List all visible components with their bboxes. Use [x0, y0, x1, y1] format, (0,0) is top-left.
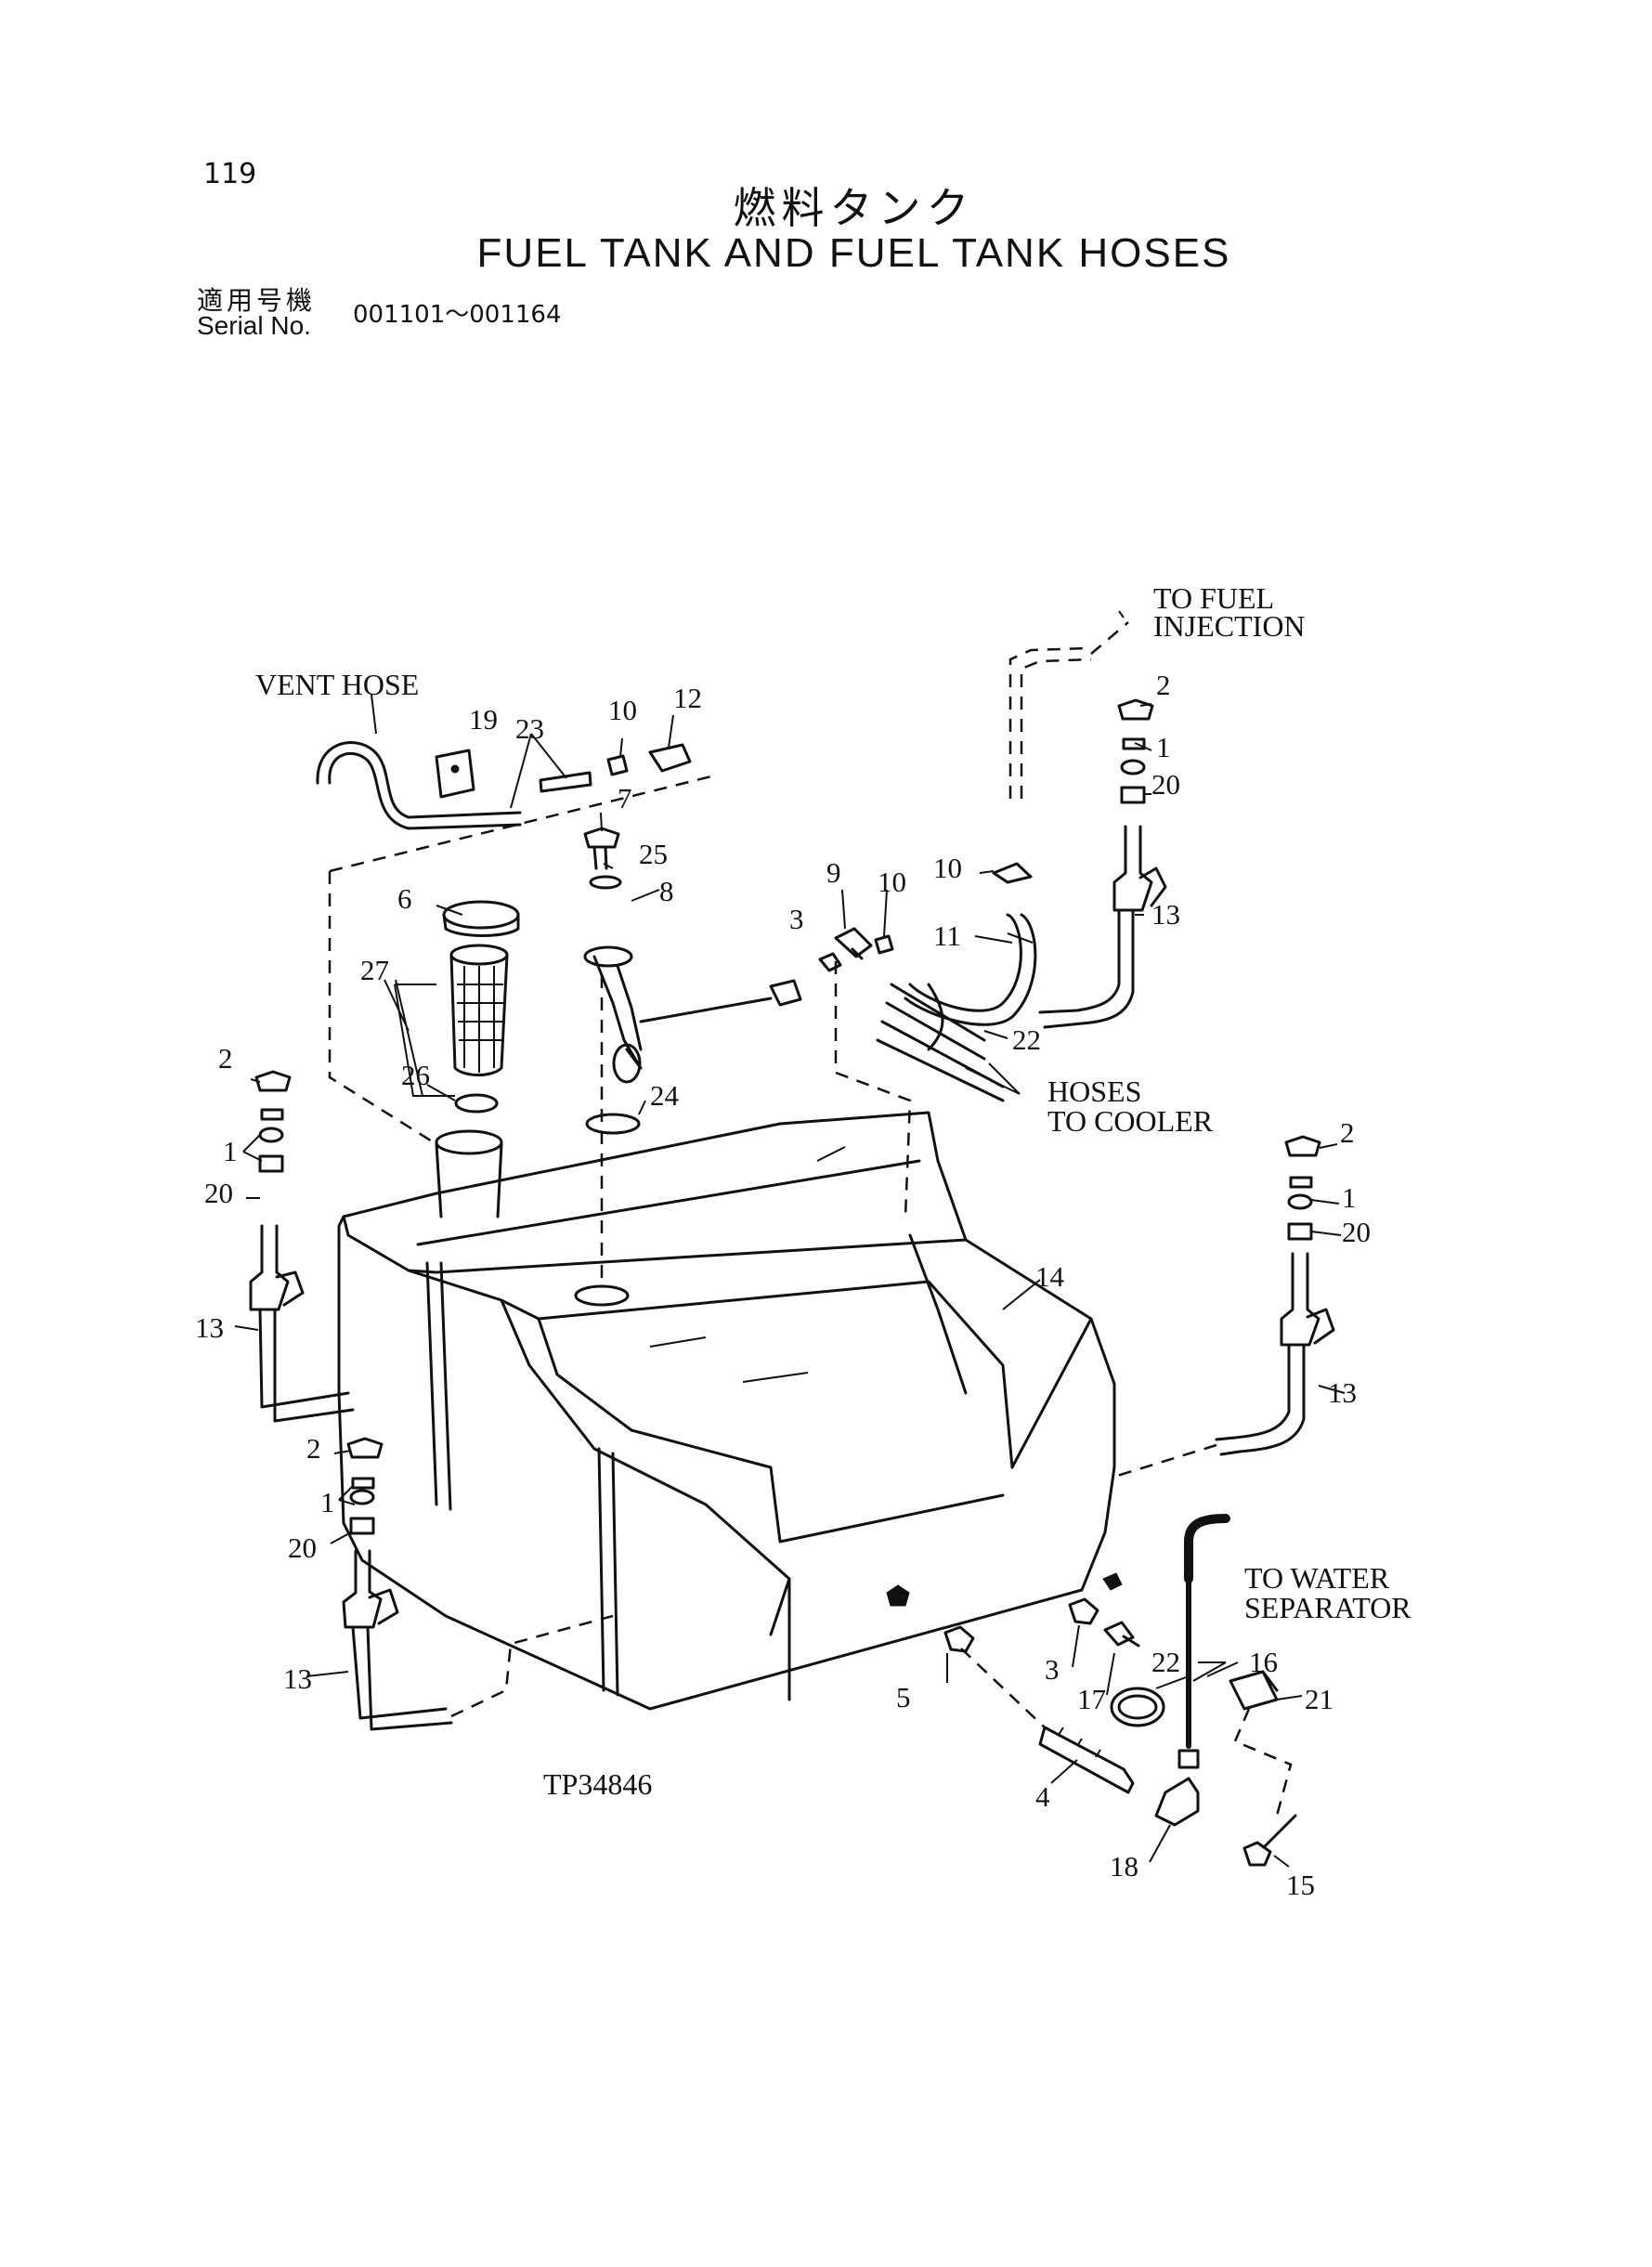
callout-19: 19 — [469, 703, 498, 736]
callout-14: 14 — [1035, 1260, 1065, 1293]
tank-strap-left-upper — [249, 1070, 355, 1423]
callout-20d: 20 — [1342, 1216, 1371, 1248]
callout-5: 5 — [896, 1681, 911, 1713]
callout-22: 22 — [1012, 1023, 1041, 1056]
cooler-hoses — [818, 862, 1037, 1218]
to-fuel-injection-label-2: INJECTION — [1153, 609, 1306, 643]
leader-lines — [234, 610, 1346, 1868]
fuel-tank — [337, 1111, 1123, 1711]
callout-2b: 2 — [218, 1042, 233, 1075]
callout-13b: 13 — [195, 1311, 224, 1344]
tank-strap-right — [1113, 1135, 1335, 1479]
tank-strap-left-lower — [342, 1437, 614, 1731]
hoses-to-cooler-label-2: TO COOLER — [1047, 1104, 1214, 1138]
callout-24: 24 — [650, 1079, 680, 1112]
callout-10c: 10 — [933, 852, 962, 884]
callout-2: 2 — [1156, 669, 1171, 701]
serial-range: 001101～001164 — [353, 301, 562, 329]
callout-10: 10 — [608, 694, 637, 726]
callout-2c: 2 — [306, 1432, 321, 1465]
to-water-separator-label-2: SEPARATOR — [1244, 1591, 1411, 1624]
callout-26: 26 — [401, 1059, 430, 1091]
callout-25: 25 — [639, 838, 668, 870]
page-number: 119 — [203, 158, 257, 190]
vent-hose-assembly — [316, 741, 716, 1146]
hoses-to-cooler-label-1: HOSES — [1047, 1075, 1141, 1108]
callout-3b: 3 — [1045, 1653, 1060, 1686]
fuel-level-sender — [583, 827, 802, 1286]
page-title-japanese: 燃料タンク — [733, 183, 975, 233]
tank-strap-upper-right — [1038, 698, 1167, 1029]
callout-8: 8 — [659, 875, 674, 907]
callout-1d: 1 — [1342, 1181, 1357, 1214]
callout-10b: 10 — [878, 866, 906, 898]
callout-15: 15 — [1286, 1869, 1315, 1901]
callout-1c: 1 — [320, 1486, 335, 1518]
callout-16: 16 — [1249, 1646, 1278, 1678]
callout-27: 27 — [360, 954, 389, 986]
callout-20: 20 — [1151, 768, 1180, 801]
figure-id: TP34846 — [543, 1767, 652, 1801]
callout-13: 13 — [1151, 898, 1180, 931]
callout-20b: 20 — [204, 1177, 233, 1209]
callout-21: 21 — [1305, 1683, 1333, 1715]
vent-hose-label: VENT HOSE — [255, 668, 419, 701]
to-water-separator-label-1: TO WATER — [1244, 1561, 1390, 1595]
callout-22b: 22 — [1151, 1646, 1180, 1678]
callout-1: 1 — [1156, 731, 1171, 763]
page-title: FUEL TANK AND FUEL TANK HOSES — [476, 230, 1231, 276]
callout-18: 18 — [1110, 1850, 1138, 1883]
callout-13d: 13 — [1328, 1376, 1357, 1409]
filler-cap-and-strainer — [394, 900, 520, 1114]
drain-assembly — [943, 1514, 1297, 1867]
callout-1b: 1 — [223, 1135, 238, 1167]
fuel-injection-line — [1008, 621, 1129, 799]
callout-6: 6 — [397, 882, 412, 915]
callout-13c: 13 — [283, 1662, 312, 1695]
callout-12: 12 — [673, 682, 702, 714]
callout-17: 17 — [1077, 1683, 1106, 1715]
serial-label: Serial No. — [197, 311, 311, 340]
callout-2d: 2 — [1340, 1116, 1355, 1149]
callout-3: 3 — [789, 903, 804, 935]
callout-20c: 20 — [288, 1531, 317, 1564]
callout-4: 4 — [1035, 1780, 1050, 1813]
serial-label-japanese: 適用号機 — [197, 285, 317, 316]
to-fuel-injection-label-1: TO FUEL — [1153, 581, 1274, 615]
callout-7: 7 — [618, 782, 632, 814]
callout-9: 9 — [826, 856, 841, 889]
callout-11: 11 — [933, 919, 961, 952]
callout-23: 23 — [515, 712, 544, 745]
